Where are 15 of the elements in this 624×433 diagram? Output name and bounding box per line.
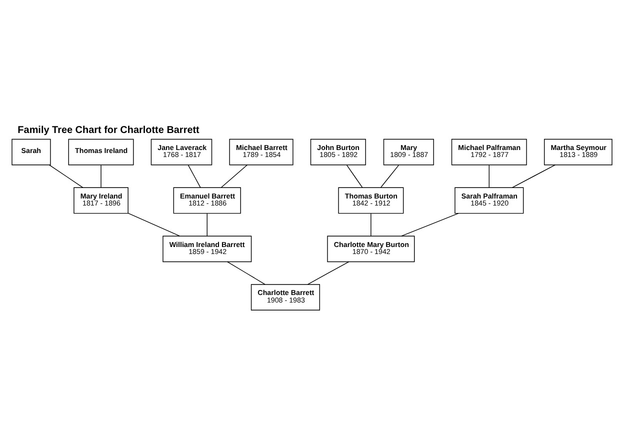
connector: [48, 164, 84, 188]
connector: [370, 213, 372, 236]
connector: [488, 164, 490, 188]
connector: [401, 213, 459, 236]
connector: [346, 164, 363, 188]
connector: [512, 164, 556, 188]
connector: [100, 164, 102, 188]
connector: [206, 213, 208, 236]
connector: [380, 164, 400, 188]
connector: [128, 212, 180, 236]
connector: [221, 164, 248, 188]
connector: [227, 261, 266, 285]
connector: [307, 261, 350, 285]
connector: [188, 164, 201, 188]
diagram-title: Family Tree Chart for Charlotte Barrett: [18, 124, 200, 136]
